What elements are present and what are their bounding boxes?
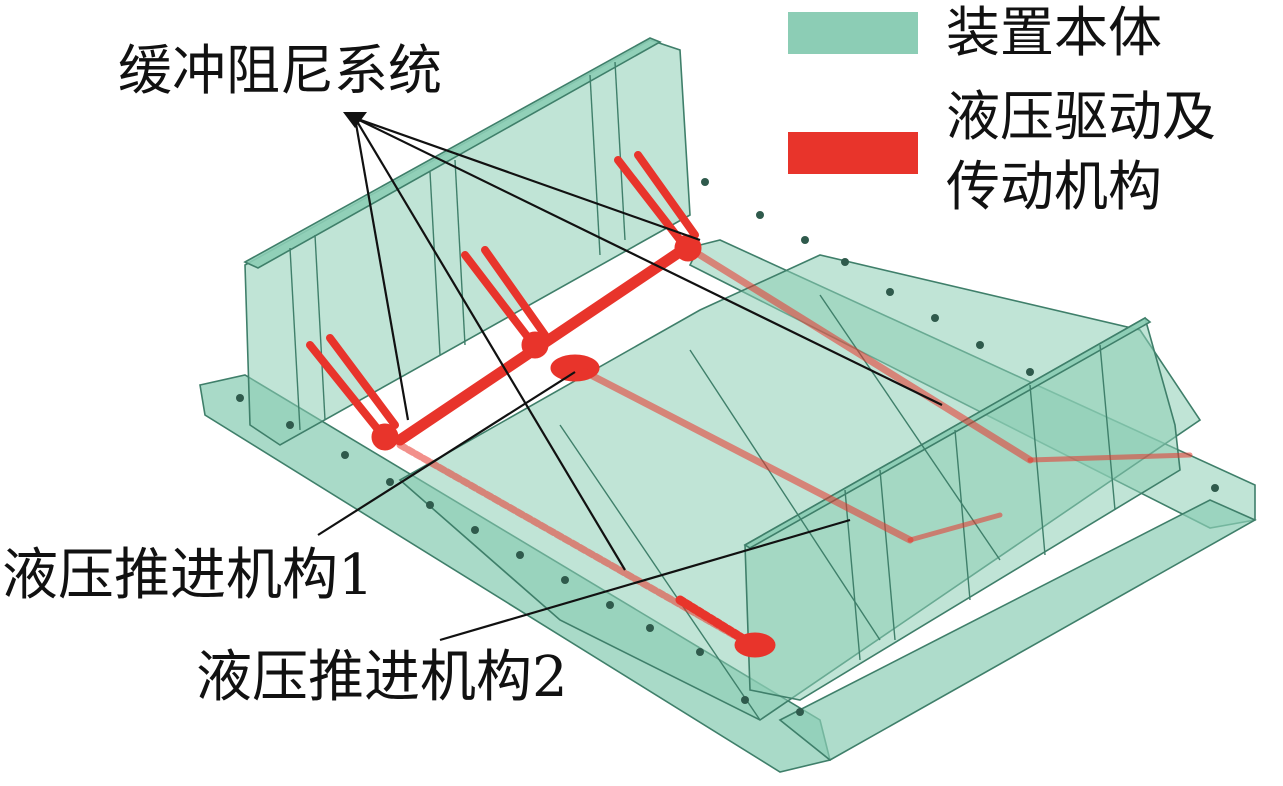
callout-push-mechanism-1: 液压推进机构1	[2, 543, 374, 608]
deck-plate	[398, 254, 1202, 721]
callout-push-mechanism-2: 液压推进机构2	[196, 645, 568, 710]
panel-ribs	[289, 61, 1116, 721]
damping-unit-3	[614, 151, 702, 262]
legend-label-body: 装置本体	[946, 1, 1162, 64]
legend-swatch-body	[788, 12, 918, 54]
legend-swatch-hydraulic	[788, 132, 918, 174]
damping-unit-2	[461, 246, 549, 359]
leader-origin-arrows	[343, 112, 367, 128]
base-frame-front-rail	[778, 499, 1257, 761]
legend-label-hydraulic-line1: 液压驱动及	[946, 85, 1216, 148]
leader-lines	[317, 116, 943, 642]
callout-damping-system: 缓冲阻尼系统	[118, 39, 442, 102]
legend-label-hydraulic-line2: 传动机构	[946, 155, 1162, 218]
front-end-panel-top	[743, 317, 1152, 549]
hydraulic-system	[306, 151, 1193, 658]
damping-unit-1	[306, 334, 399, 451]
frame-bolts	[236, 178, 1219, 716]
